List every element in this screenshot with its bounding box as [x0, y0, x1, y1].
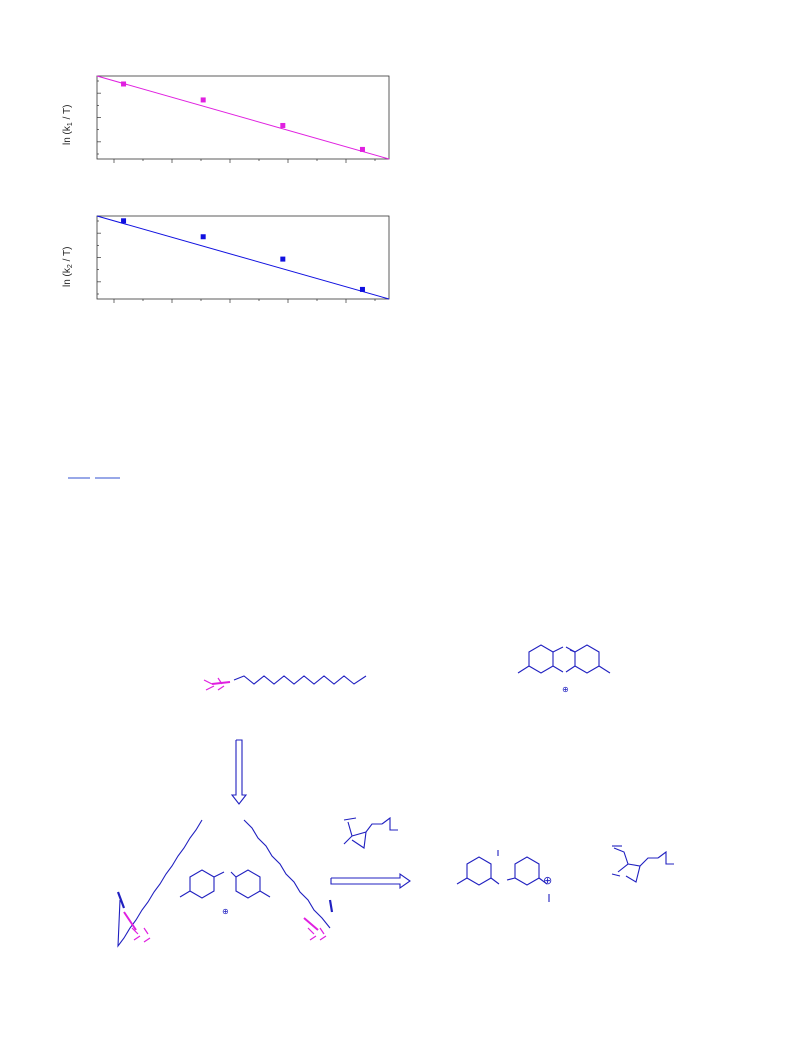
- data-point: [200, 97, 206, 103]
- alkyl-chain-right: [243, 819, 331, 929]
- data-point: [200, 234, 206, 240]
- chart-k1: ln (k1 / T): [62, 75, 390, 163]
- bipyridinium-top: [517, 644, 611, 674]
- right-arrow: [330, 872, 411, 890]
- fragment-product: [611, 845, 674, 883]
- magenta-fragment-top: [203, 677, 231, 691]
- fit-line: [96, 215, 390, 300]
- chart-k2: ln (k2 / T): [62, 215, 390, 303]
- alkyl-chain-top: [233, 675, 367, 685]
- charge-product: ⊕: [543, 874, 552, 887]
- data-point: [280, 122, 286, 128]
- data-point: [121, 81, 127, 87]
- bipyridinium-product: [456, 850, 550, 902]
- down-arrow: [230, 739, 248, 805]
- magenta-fragment-left: [123, 911, 151, 943]
- fit-line: [96, 75, 390, 160]
- fragment-top: [343, 816, 398, 849]
- data-point: [121, 218, 127, 224]
- charge-middle: ⊕: [222, 907, 229, 916]
- charge-top: ⊕: [562, 685, 569, 694]
- data-point: [280, 256, 286, 262]
- magenta-fragment-right: [303, 917, 327, 941]
- data-point: [359, 286, 365, 292]
- y-axis-label-k1: ln (k1 / T): [62, 105, 74, 145]
- y-axis-label-k2: ln (k2 / T): [62, 247, 74, 287]
- alkyl-chain-left: [117, 819, 203, 948]
- bipyridinium-middle: [179, 869, 271, 899]
- data-point: [359, 146, 365, 152]
